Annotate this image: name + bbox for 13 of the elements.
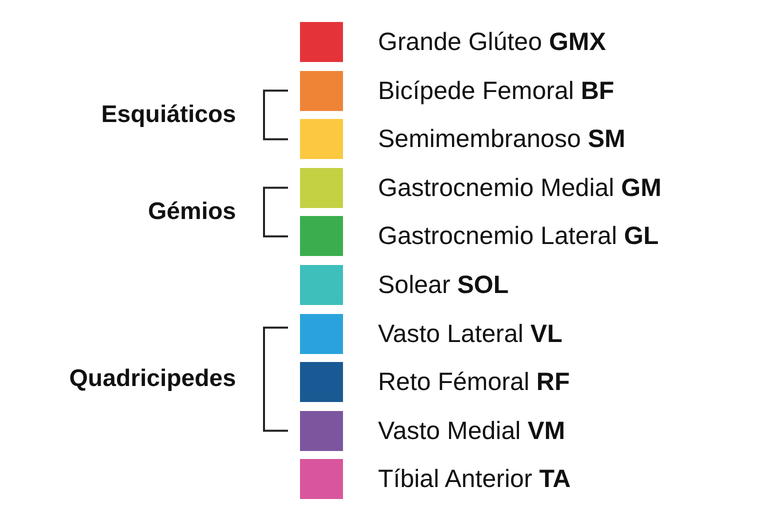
legend-label: Reto Fémoral RF — [378, 367, 570, 398]
group-label: Quadricipedes — [69, 364, 236, 394]
legend-label: Gastrocnemio Lateral GL — [378, 221, 659, 252]
legend-label: Tíbial Anterior TA — [378, 464, 571, 494]
legend-label: Vasto Lateral VL — [378, 318, 562, 349]
legend-label: Bicípede Femoral BF — [378, 76, 614, 106]
legend-label: Solear SOL — [378, 270, 509, 300]
legend-label: Gastrocnemio Medial GM — [378, 172, 662, 203]
legend-label: Vasto Medial VM — [378, 416, 566, 446]
legend-label: Grande Glúteo GMX — [378, 27, 606, 57]
legend-label: Semimembranoso SM — [378, 124, 626, 154]
group-label: Gémios — [148, 197, 236, 228]
group-label: Esquiáticos — [101, 100, 236, 130]
